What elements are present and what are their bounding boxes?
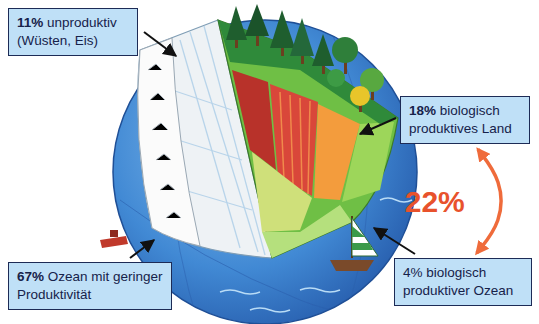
leader-arrows	[130, 32, 415, 258]
callout-box: 67%Ozean mit geringer Produktivität	[8, 262, 172, 310]
field	[262, 205, 352, 258]
percentage: 18%	[409, 103, 436, 118]
edge-label: 22%	[405, 185, 465, 218]
callout-box: 4% biologisch produktiver Ozean	[394, 258, 532, 306]
callout-box: 11%unproduktiv (Wüsten, Eis)	[8, 8, 138, 56]
percentage: 11%	[17, 15, 43, 30]
field	[342, 122, 394, 202]
percentage: 67%	[17, 269, 44, 284]
trees	[226, 4, 384, 112]
exchange-arrow	[477, 149, 501, 253]
callout-box: 18%biologisch produktives Land	[400, 96, 530, 144]
snow-texture	[148, 64, 181, 218]
snow-strip	[138, 38, 200, 246]
field	[252, 152, 312, 232]
description: 4% biologisch produktiver Ozean	[403, 265, 513, 298]
ship	[100, 230, 129, 260]
sailboat	[330, 216, 378, 271]
